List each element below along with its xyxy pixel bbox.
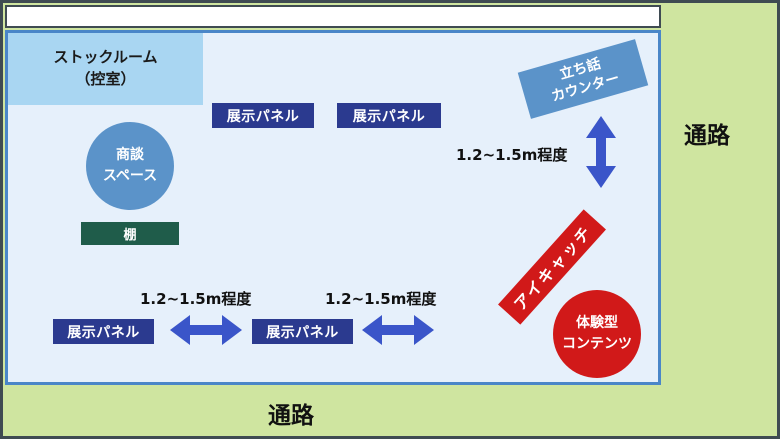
shelf: 棚 xyxy=(81,222,179,245)
negotiation-space-label: 商談 xyxy=(116,147,144,163)
stock-room-sub-label: （控室） xyxy=(75,70,136,88)
shelf-label: 棚 xyxy=(123,228,137,243)
experience-content-label-2: コンテンツ xyxy=(562,336,632,352)
experience-content-label: 体験型 xyxy=(576,315,618,331)
exhibit-panel-label: 展示パネル xyxy=(266,324,339,341)
distance-label-bottom-right: 1.2~1.5m程度 xyxy=(325,290,437,308)
double-arrow-vertical-icon xyxy=(586,116,616,188)
distance-label-right: 1.2~1.5m程度 xyxy=(456,146,568,164)
top-wall-strip xyxy=(5,5,661,28)
experience-content: 体験型 コンテンツ xyxy=(553,290,641,378)
exhibit-panel-bottom-center: 展示パネル xyxy=(252,319,353,344)
exhibit-panel-top-right: 展示パネル xyxy=(337,103,441,128)
stock-room: ストックルーム （控室） xyxy=(8,33,203,105)
exhibit-panel-label: 展示パネル xyxy=(226,108,300,125)
corridor-label-bottom: 通路 xyxy=(268,403,314,429)
exhibit-panel-label: 展示パネル xyxy=(67,324,140,341)
negotiation-space-label-2: スペース xyxy=(102,168,158,184)
double-arrow-horizontal-icon xyxy=(362,315,434,345)
double-arrow-horizontal-icon xyxy=(170,315,242,345)
exhibit-panel-label: 展示パネル xyxy=(352,108,426,125)
distance-label-bottom-left: 1.2~1.5m程度 xyxy=(140,290,252,308)
stock-room-label: ストックルーム xyxy=(53,48,158,67)
corridor-label-right: 通路 xyxy=(684,123,730,149)
negotiation-space: 商談 スペース xyxy=(86,122,174,210)
exhibit-panel-top-left: 展示パネル xyxy=(212,103,314,128)
exhibit-panel-bottom-left: 展示パネル xyxy=(53,319,154,344)
